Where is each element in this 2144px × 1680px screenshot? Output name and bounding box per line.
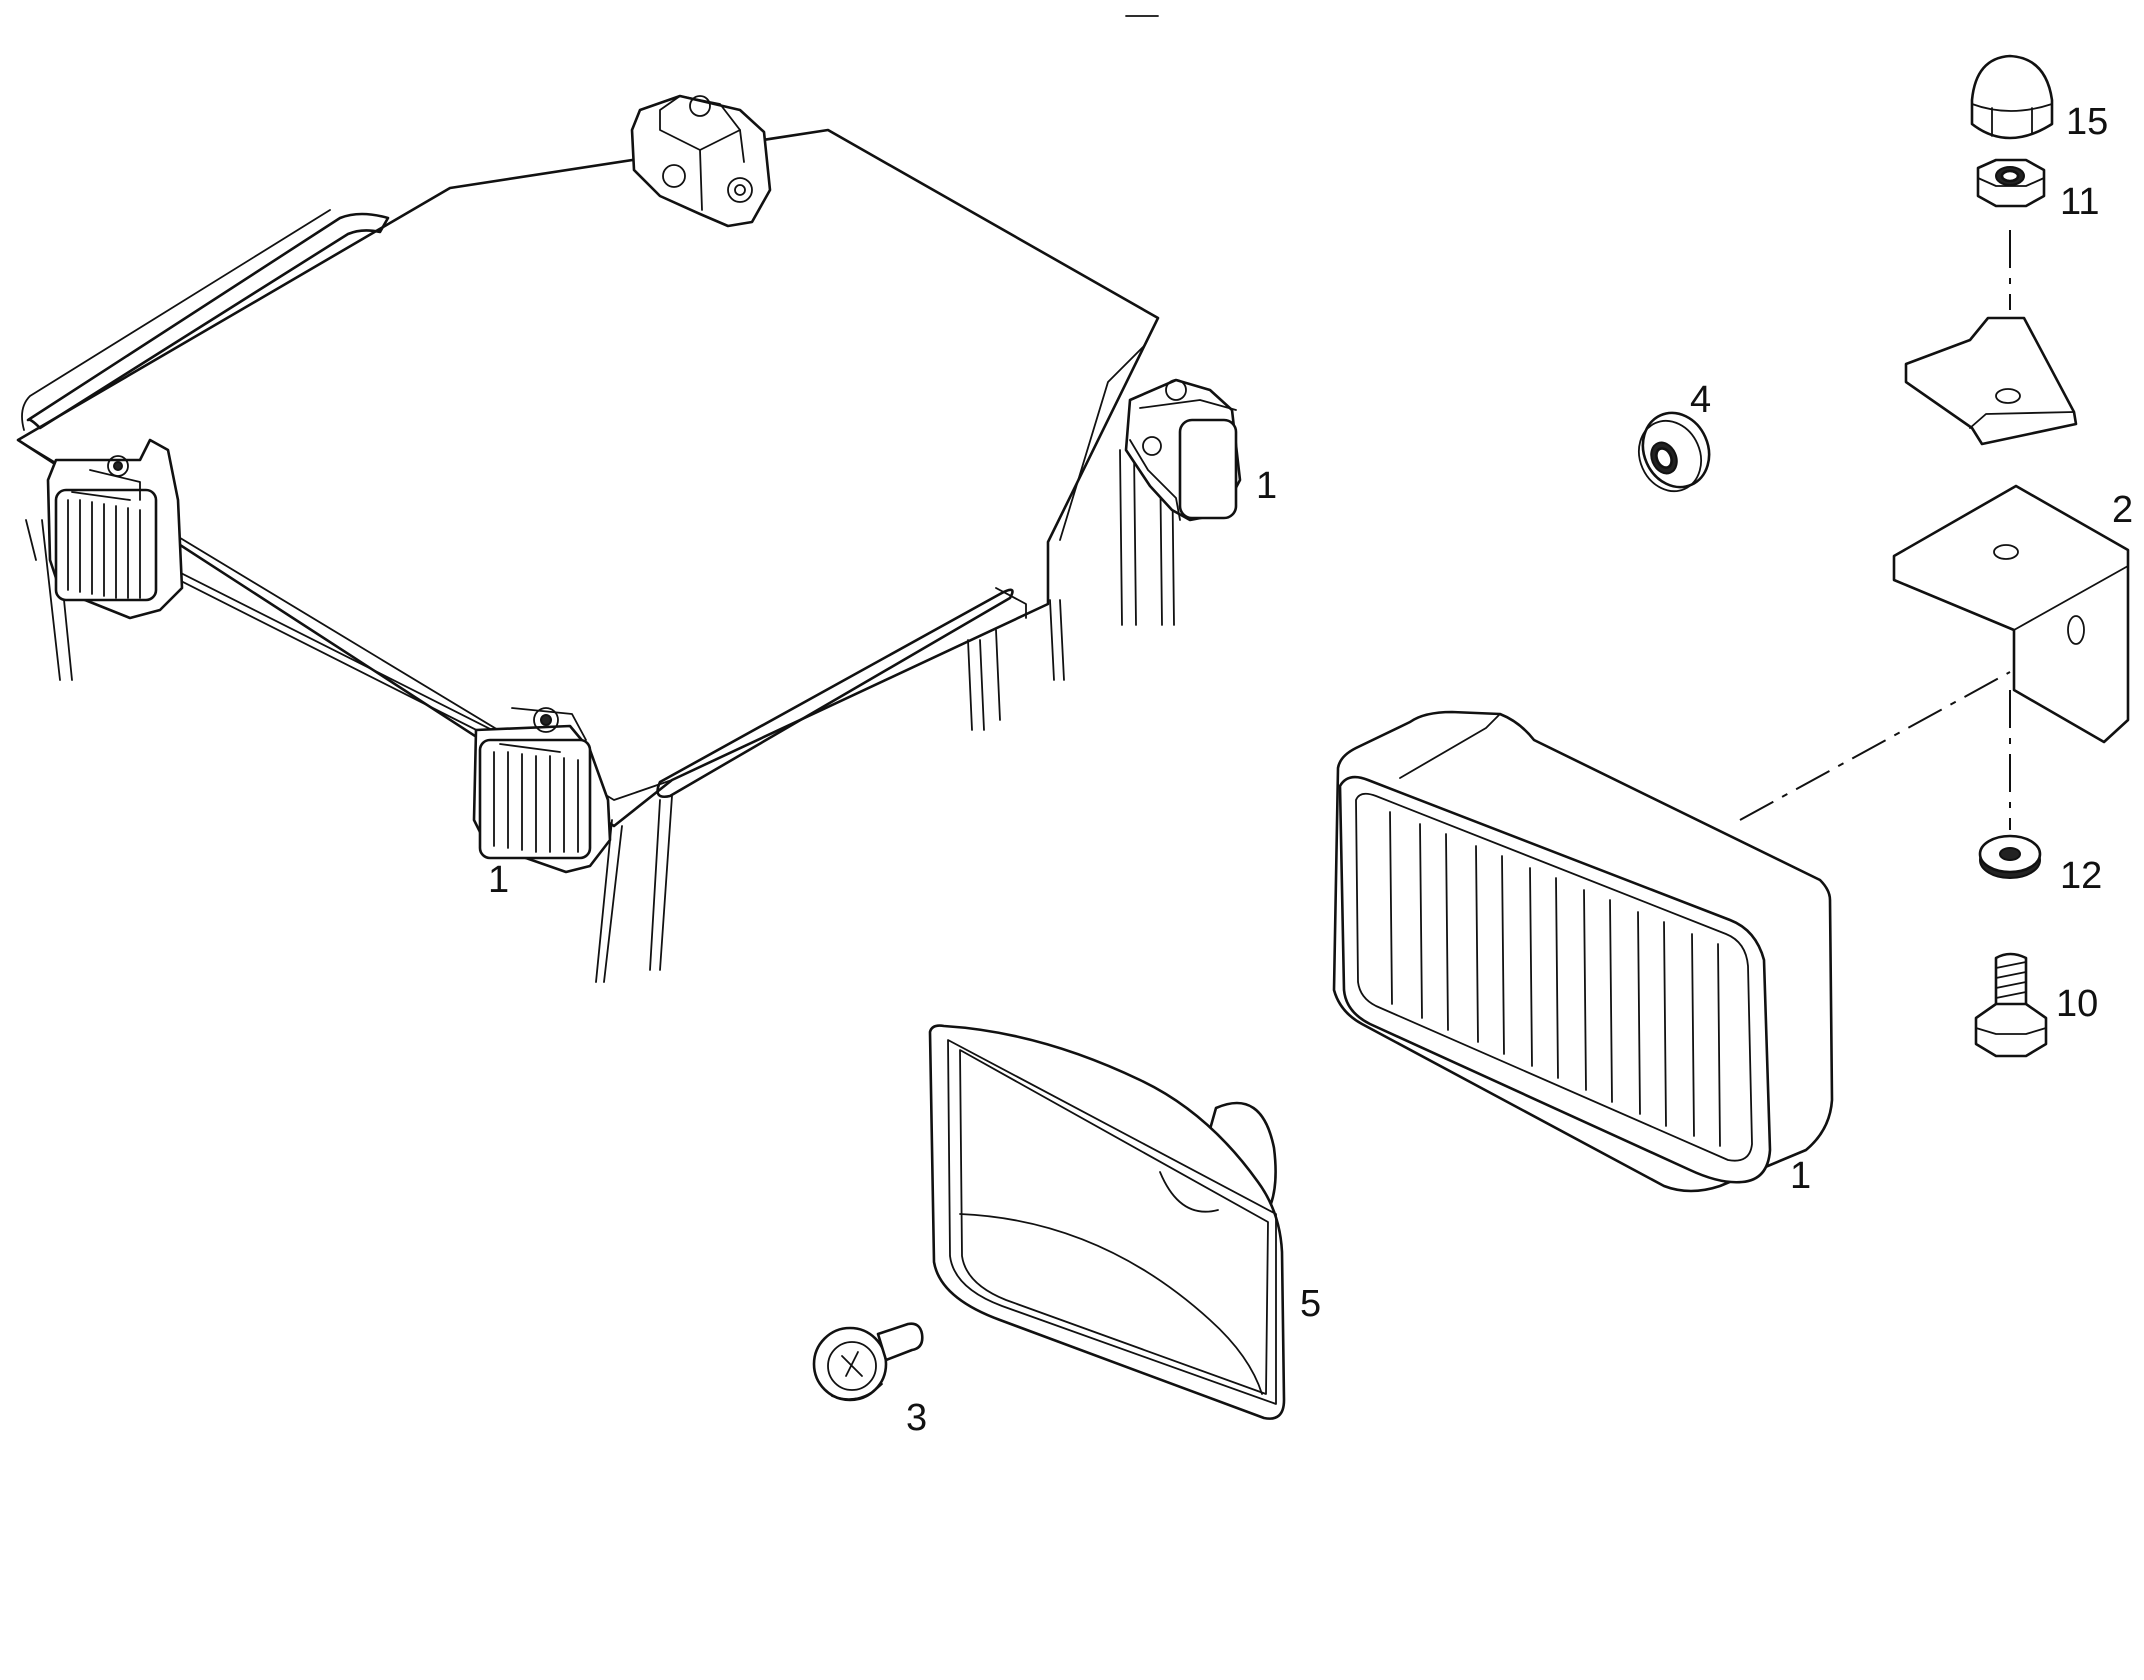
callout-1-center-light: 1 (488, 859, 509, 901)
bolt (1974, 952, 2048, 1058)
callout-2: 2 (2112, 489, 2133, 531)
callout-10: 10 (2056, 983, 2098, 1025)
angle-bracket (1892, 484, 2130, 744)
callout-15: 15 (2066, 101, 2108, 143)
callout-11: 11 (2060, 181, 2099, 223)
callout-3: 3 (906, 1397, 927, 1439)
grommet (1638, 411, 1711, 492)
bulb (812, 1322, 924, 1402)
callout-1-right-light: 1 (1256, 465, 1277, 507)
cap-nut (1970, 54, 2054, 140)
callout-5: 5 (1300, 1283, 1321, 1325)
callout-1-housing: 1 (1790, 1155, 1811, 1197)
work-light-left (46, 438, 184, 620)
callout-4: 4 (1690, 379, 1711, 421)
work-light-front-center (472, 707, 612, 874)
cab-roof-assembly (16, 128, 1175, 983)
work-light-housing (1332, 710, 1834, 1193)
work-light-right (1124, 378, 1242, 522)
axis-line-diagonal (1739, 671, 2011, 821)
work-light-rear-bracket (630, 94, 772, 228)
reflector-insert (928, 1024, 1286, 1420)
callout-12: 12 (2060, 855, 2102, 897)
hex-nut (1976, 158, 2046, 208)
washer (1978, 834, 2042, 879)
mounting-plate (1904, 316, 2078, 446)
